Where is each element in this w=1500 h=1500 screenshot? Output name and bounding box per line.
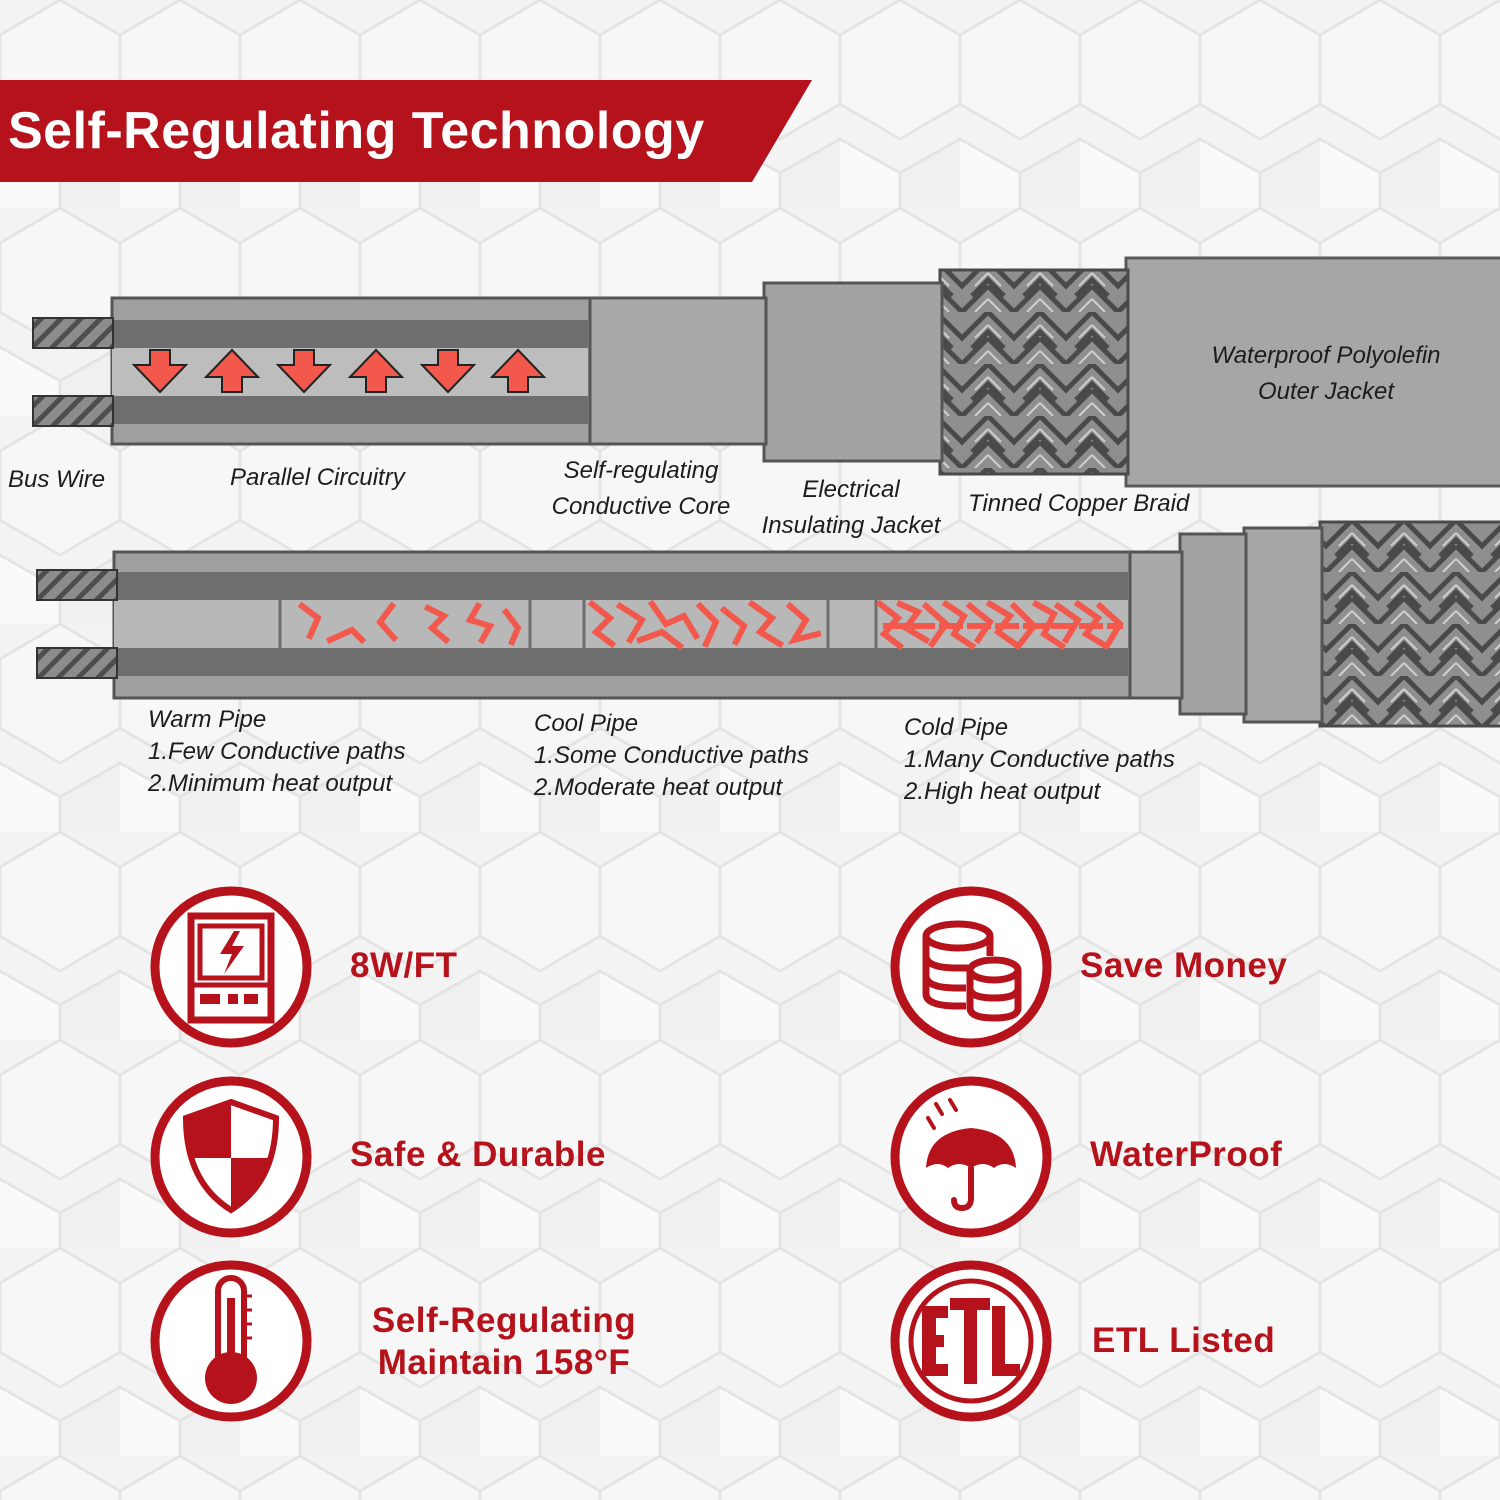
pipe-state-title: Cool Pipe: [534, 710, 639, 737]
page-title: Self-Regulating Technology: [8, 102, 705, 160]
feature-save-money: Save Money: [1080, 946, 1288, 985]
label-parallel-circuitry: Parallel Circuitry: [230, 464, 405, 491]
pipe-state-line1: 1.Many Conductive paths: [904, 746, 1175, 773]
heat-arrows: [131, 348, 547, 394]
thermometer-icon: [150, 1260, 312, 1422]
label-core-line2: Conductive Core: [551, 493, 731, 520]
label-outer-line1: Waterproof Polyolefin: [1211, 342, 1441, 369]
pipe-state-cold: Cold Pipe 1.Many Conductive paths 2.High…: [904, 712, 1175, 808]
cable-bottom: [36, 520, 1500, 728]
pipe-state-line1: 1.Some Conductive paths: [534, 742, 809, 769]
feature-self-regulating: Self-Regulating Maintain 158°F: [350, 1300, 658, 1384]
title-banner: [0, 80, 812, 182]
pipe-state-line2: 2.High heat output: [904, 778, 1101, 805]
feature-waterproof: WaterProof: [1090, 1135, 1283, 1174]
pipe-state-cool: Cool Pipe 1.Some Conductive paths 2.Mode…: [534, 708, 809, 804]
power-meter-icon: [150, 886, 312, 1048]
feature-safe-durable: Safe & Durable: [350, 1135, 606, 1174]
feature-power: 8W/FT: [350, 946, 458, 985]
conductive-paths-few: [297, 601, 522, 646]
pipe-state-title: Warm Pipe: [148, 706, 267, 733]
label-bus-wire: Bus Wire: [8, 466, 106, 493]
label-conductive-core: Self-regulating Conductive Core: [526, 453, 756, 525]
label-insulating-jacket: Electrical Insulating Jacket: [740, 472, 962, 544]
pipe-state-line2: 2.Moderate heat output: [534, 774, 783, 801]
label-insulating-line1: Electrical: [802, 476, 900, 503]
label-outer-line2: Outer Jacket: [1257, 378, 1395, 405]
conductive-paths-some: [587, 599, 822, 651]
label-core-line1: Self-regulating: [563, 457, 719, 484]
label-outer-jacket: Waterproof Polyolefin Outer Jacket: [1176, 338, 1476, 410]
conductive-paths-many: [875, 599, 1124, 651]
feature-etl-listed: ETL Listed: [1092, 1321, 1276, 1360]
shield-icon: [150, 1076, 312, 1238]
pipe-state-title: Cold Pipe: [904, 714, 1009, 741]
feature-self-regulating-line2: Maintain 158°F: [377, 1343, 631, 1382]
pipe-state-line2: 2.Minimum heat output: [148, 770, 393, 797]
etl-logo-icon: [890, 1260, 1052, 1422]
label-copper-braid: Tinned Copper Braid: [968, 490, 1190, 517]
coins-icon: [890, 886, 1052, 1048]
feature-self-regulating-line1: Self-Regulating: [371, 1301, 637, 1340]
label-insulating-line2: Insulating Jacket: [761, 512, 941, 539]
pipe-state-warm: Warm Pipe 1.Few Conductive paths 2.Minim…: [148, 704, 405, 800]
pipe-state-line1: 1.Few Conductive paths: [148, 738, 406, 765]
cable-diagram: [32, 256, 1500, 728]
umbrella-rain-icon: [890, 1076, 1052, 1238]
cable-top: [32, 256, 1500, 488]
